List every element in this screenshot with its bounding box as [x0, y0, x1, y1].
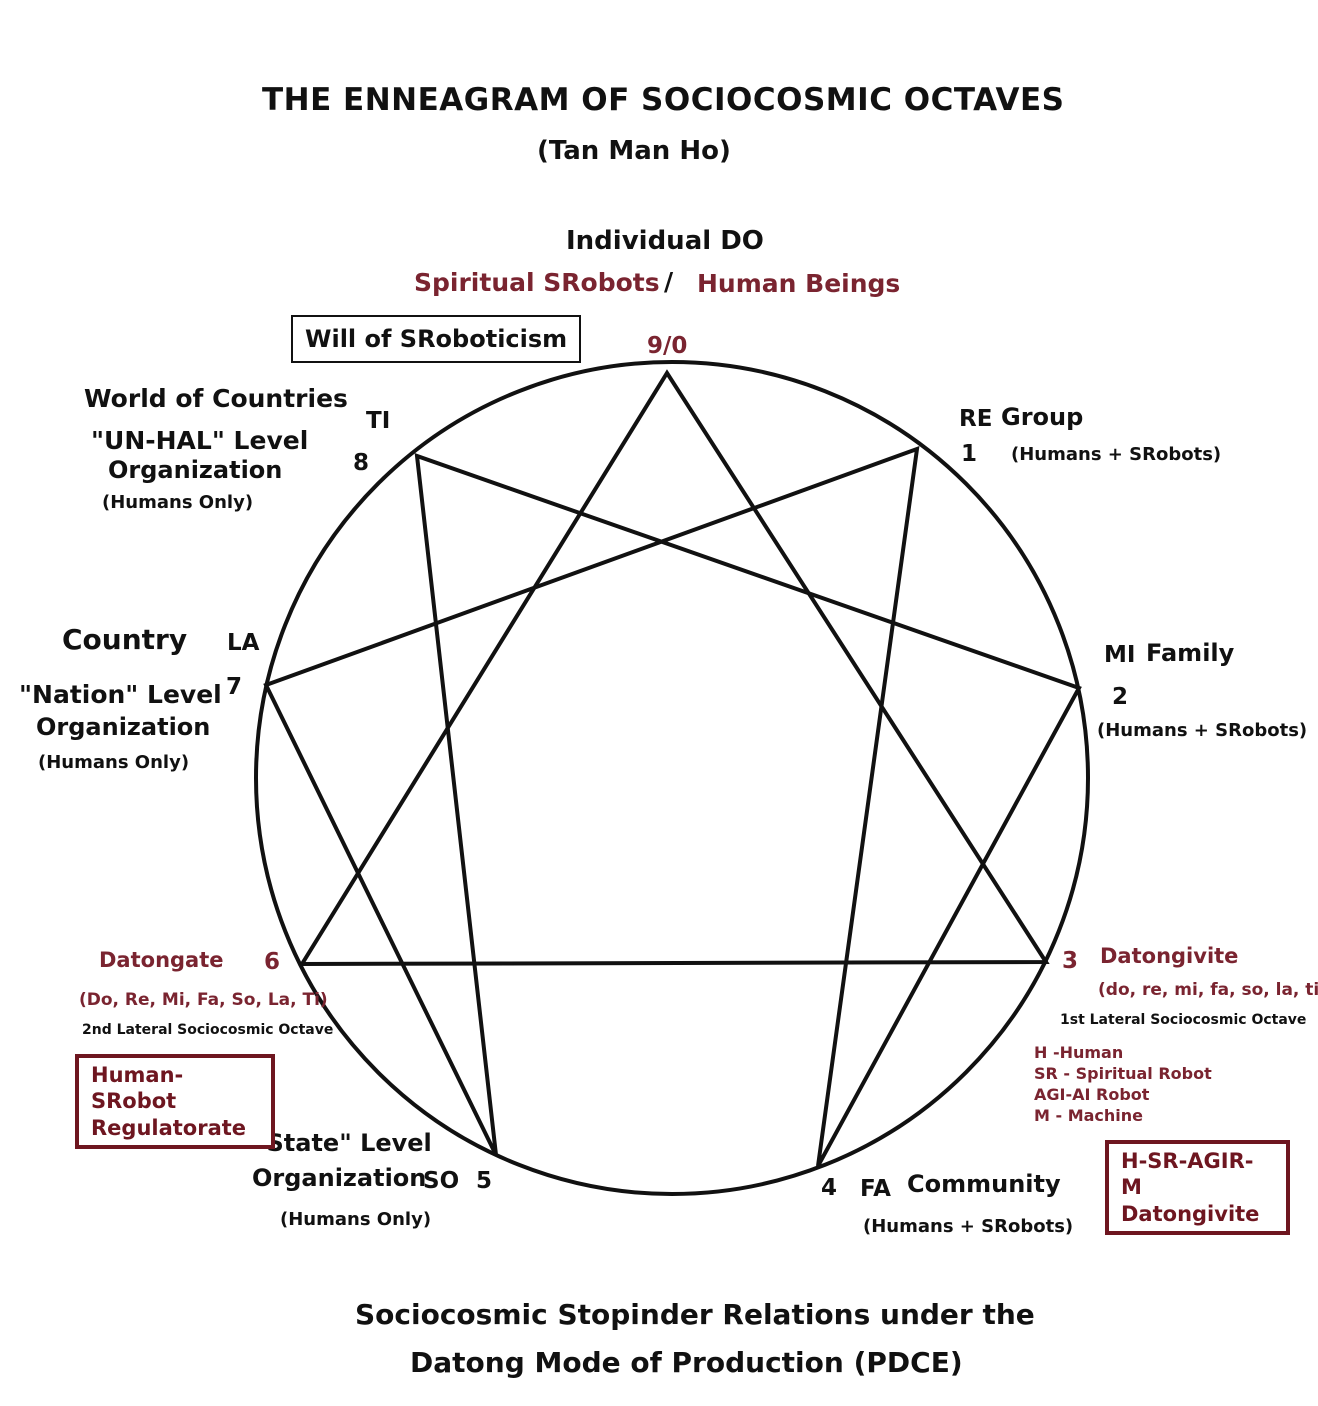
point-6-number: 6 — [264, 949, 281, 975]
point-8-number: 8 — [353, 450, 370, 476]
point-8-line2: Organization — [108, 456, 283, 484]
enneagram-circle — [254, 360, 1090, 1196]
will-box: Will of SRoboticism — [291, 315, 582, 363]
point-3-number: 3 — [1062, 948, 1079, 974]
legend-item: SR - Spiritual Robot — [1034, 1064, 1212, 1083]
point-4-members: (Humans + SRobots) — [863, 1216, 1074, 1237]
top-separator: / — [664, 267, 674, 296]
point-3-name: Datongivite — [1100, 944, 1239, 968]
point-1-name: Group — [1001, 403, 1084, 431]
point-1-number: 1 — [961, 441, 978, 467]
point-5-members: (Humans Only) — [280, 1209, 432, 1230]
point-6-name: Datongate — [99, 948, 224, 972]
point-5-note: SO — [423, 1168, 460, 1194]
page-title: THE ENNEAGRAM OF SOCIOCOSMIC OCTAVES — [262, 82, 1065, 118]
point-5-number: 5 — [476, 1168, 493, 1194]
point-7-number: 7 — [226, 674, 243, 700]
point-1-members: (Humans + SRobots) — [1011, 444, 1222, 465]
inner-triangle — [298, 369, 1050, 967]
point-9-0-number: 9/0 — [647, 333, 688, 359]
top-left-label: Spiritual SRobots — [414, 268, 660, 297]
legend: H -Human SR - Spiritual Robot AGI-AI Rob… — [1034, 1042, 1212, 1126]
footer-line-1: Sociocosmic Stopinder Relations under th… — [355, 1298, 1035, 1331]
point-2-members: (Humans + SRobots) — [1097, 720, 1308, 741]
point-3-octave: 1st Lateral Sociocosmic Octave — [1060, 1012, 1307, 1028]
hexad-figure — [263, 445, 1082, 1167]
point-6-notes: (Do, Re, Mi, Fa, So, La, Ti) — [79, 990, 328, 1010]
top-heading: Individual DO — [566, 226, 764, 256]
footer-line-2: Datong Mode of Production (PDCE) — [410, 1346, 963, 1379]
datongivite-box: H-SR-AGIR-M Datongivite — [1105, 1140, 1290, 1235]
point-5-line1: "State" Level — [254, 1129, 432, 1157]
point-7-name: Country — [62, 623, 188, 656]
regulatorate-box-line: Human-SRobot — [91, 1063, 184, 1114]
datongivite-box-line: H-SR-AGIR-M — [1121, 1149, 1254, 1200]
legend-item: M - Machine — [1034, 1106, 1144, 1125]
point-7-note: LA — [227, 630, 260, 656]
point-4-note: FA — [860, 1176, 891, 1202]
point-8-line1: "UN-HAL" Level — [91, 426, 309, 455]
legend-item: H -Human — [1034, 1043, 1124, 1062]
top-right-label: Human Beings — [697, 269, 901, 298]
point-8-line0: World of Countries — [84, 384, 348, 413]
point-8-note: TI — [366, 408, 391, 434]
footer-line-2-text: Datong Mode of Production — [410, 1346, 844, 1379]
point-6-octave: 2nd Lateral Sociocosmic Octave — [82, 1022, 334, 1038]
point-7-line1: "Nation" Level — [19, 680, 222, 709]
point-2-number: 2 — [1112, 684, 1129, 710]
datongivite-box-line: Datongivite — [1121, 1201, 1260, 1226]
point-5-line2: Organization — [252, 1164, 427, 1192]
regulatorate-box: Human-SRobot Regulatorate — [75, 1054, 275, 1149]
footer-line-2-acronym: (PDCE) — [853, 1346, 963, 1379]
legend-item: AGI-AI Robot — [1034, 1085, 1150, 1104]
regulatorate-box-line: Regulatorate — [91, 1115, 247, 1140]
point-2-note: MI — [1104, 642, 1136, 668]
point-8-members: (Humans Only) — [102, 492, 254, 513]
author: (Tan Man Ho) — [537, 136, 731, 166]
point-7-line2: Organization — [36, 713, 211, 741]
point-7-members: (Humans Only) — [38, 752, 190, 773]
point-3-notes: (do, re, mi, fa, so, la, ti) — [1098, 980, 1318, 1000]
point-1-note: RE — [959, 406, 993, 432]
point-4-name: Community — [907, 1170, 1061, 1198]
point-2-name: Family — [1146, 639, 1235, 667]
point-4-number: 4 — [821, 1175, 838, 1201]
